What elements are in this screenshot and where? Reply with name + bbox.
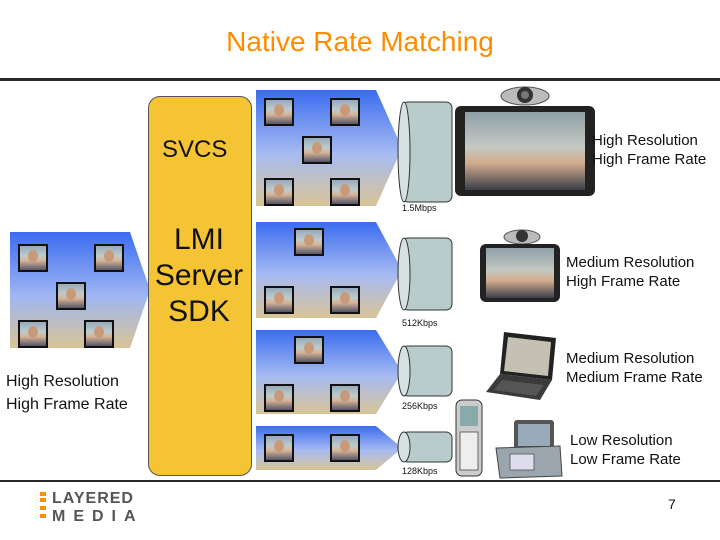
source-resolution: High Resolution — [6, 373, 119, 390]
sdk-line: Server — [154, 259, 244, 292]
video-frame-thumbnail — [94, 244, 124, 272]
layered-media-logo-mark — [40, 492, 46, 518]
bandwidth-pipe-2 — [397, 237, 453, 311]
device-resolution: Medium Resolution — [566, 350, 695, 367]
sdk-line: SDK — [168, 295, 230, 328]
video-frame-thumbnail — [330, 98, 360, 126]
bitrate-label: 256Kbps — [402, 401, 438, 411]
svcs-server-box — [148, 96, 252, 476]
device-frame-rate: High Frame Rate — [566, 273, 681, 290]
device-label: Medium Resolution High Frame Rate — [566, 253, 694, 291]
video-frame-thumbnail — [264, 286, 294, 314]
footer-divider — [0, 480, 720, 482]
bitrate-label: 512Kbps — [402, 318, 438, 328]
video-frame-thumbnail — [264, 434, 294, 462]
video-frame-thumbnail — [294, 228, 324, 256]
svcs-label: SVCS — [162, 136, 228, 163]
device-label: Low Resolution Low Frame Rate — [570, 431, 681, 469]
page-number: 7 — [668, 496, 676, 512]
source-frame-rate: High Frame Rate — [6, 396, 128, 413]
sdk-line: LMI — [173, 223, 224, 256]
video-frame-thumbnail — [56, 282, 86, 310]
video-frame-thumbnail — [264, 178, 294, 206]
desk-video-phone-icon — [495, 420, 563, 479]
video-frame-thumbnail — [294, 336, 324, 364]
laptop-icon — [486, 332, 556, 400]
source-label: High Resolution High Frame Rate — [6, 370, 128, 416]
bandwidth-pipe-4 — [397, 431, 453, 463]
device-resolution: High Resolution — [592, 132, 698, 149]
video-frame-thumbnail — [302, 136, 332, 164]
logo-text-media: MEDIA — [52, 508, 144, 525]
webcam-icon — [500, 86, 550, 106]
video-frame-thumbnail — [330, 434, 360, 462]
slide-title: Native Rate Matching — [226, 26, 494, 57]
title-divider — [0, 78, 720, 81]
mobile-phone-icon — [455, 399, 483, 477]
device-label: Medium Resolution Medium Frame Rate — [566, 349, 703, 387]
video-frame-thumbnail — [18, 320, 48, 348]
device-resolution: Low Resolution — [570, 432, 673, 449]
desktop-monitor — [480, 244, 560, 302]
video-frame-thumbnail — [264, 384, 294, 412]
device-frame-rate: Low Frame Rate — [570, 451, 681, 468]
video-frame-thumbnail — [264, 98, 294, 126]
video-frame-thumbnail — [330, 178, 360, 206]
bandwidth-pipe-3 — [397, 345, 453, 397]
video-frame-thumbnail — [84, 320, 114, 348]
device-frame-rate: High Frame Rate — [592, 151, 707, 168]
video-frame-thumbnail — [18, 244, 48, 272]
logo-text-layered: LAYERED — [52, 490, 134, 507]
device-resolution: Medium Resolution — [566, 254, 695, 271]
video-frame-thumbnail — [330, 286, 360, 314]
bitrate-label: 128Kbps — [402, 466, 438, 476]
webcam-icon — [503, 229, 541, 245]
server-sdk-label: LMI Server SDK — [148, 222, 250, 330]
bandwidth-pipe-1 — [397, 101, 453, 203]
video-frame-thumbnail — [330, 384, 360, 412]
bitrate-label: 1.5Mbps — [402, 203, 437, 213]
device-label: High Resolution High Frame Rate — [592, 131, 706, 169]
telepresence-screen — [455, 106, 595, 196]
device-frame-rate: Medium Frame Rate — [566, 369, 703, 386]
